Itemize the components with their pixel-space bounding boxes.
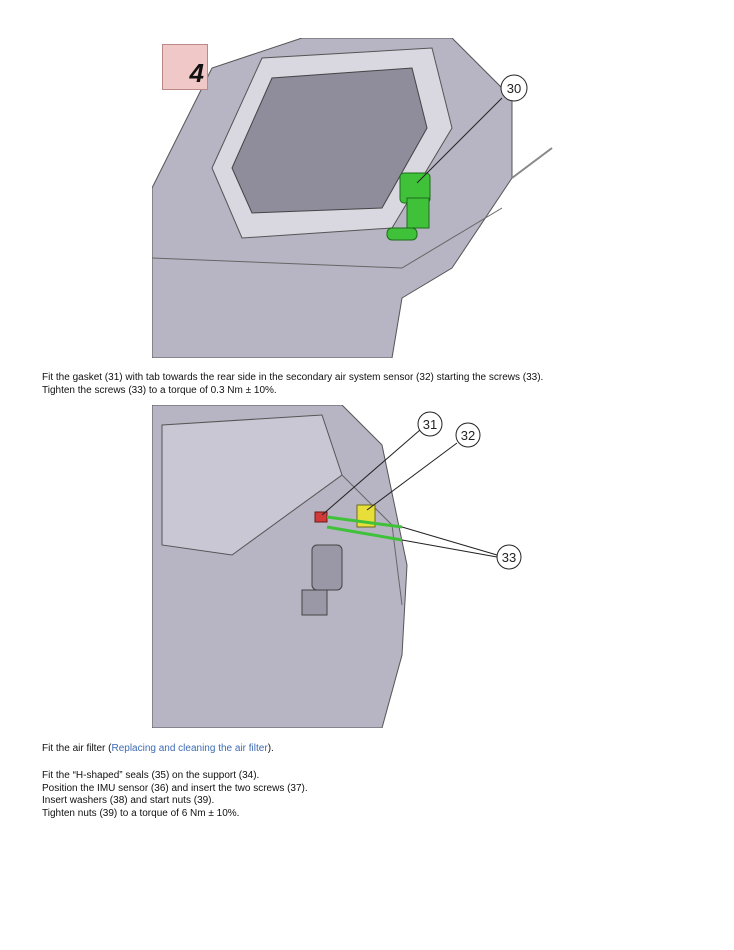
instruction-air-filter: Fit the air filter (Replacing and cleani… bbox=[42, 743, 274, 754]
callout-30: 30 bbox=[507, 81, 521, 96]
figure-airbox-sensor: 30 4 bbox=[151, 37, 562, 359]
figure-gasket-sensor: 31 32 33 bbox=[151, 404, 527, 729]
airbox-illustration: 30 bbox=[151, 37, 553, 359]
instruction-gasket: Fit the gasket (31) with tab towards the… bbox=[42, 372, 544, 396]
procedure-badge-icon: 4 bbox=[162, 44, 208, 90]
sensor-30-green bbox=[386, 172, 431, 241]
callout-32: 32 bbox=[461, 428, 475, 443]
gasket-31-red bbox=[314, 511, 328, 523]
callout-33: 33 bbox=[502, 550, 516, 565]
airbox-detail-illustration: 31 32 33 bbox=[151, 404, 522, 729]
instruction-imu-sensor: Fit the “H-shaped” seals (35) on the sup… bbox=[42, 770, 308, 819]
air-filter-link[interactable]: Replacing and cleaning the air filter bbox=[111, 743, 268, 754]
callout-31: 31 bbox=[423, 417, 437, 432]
